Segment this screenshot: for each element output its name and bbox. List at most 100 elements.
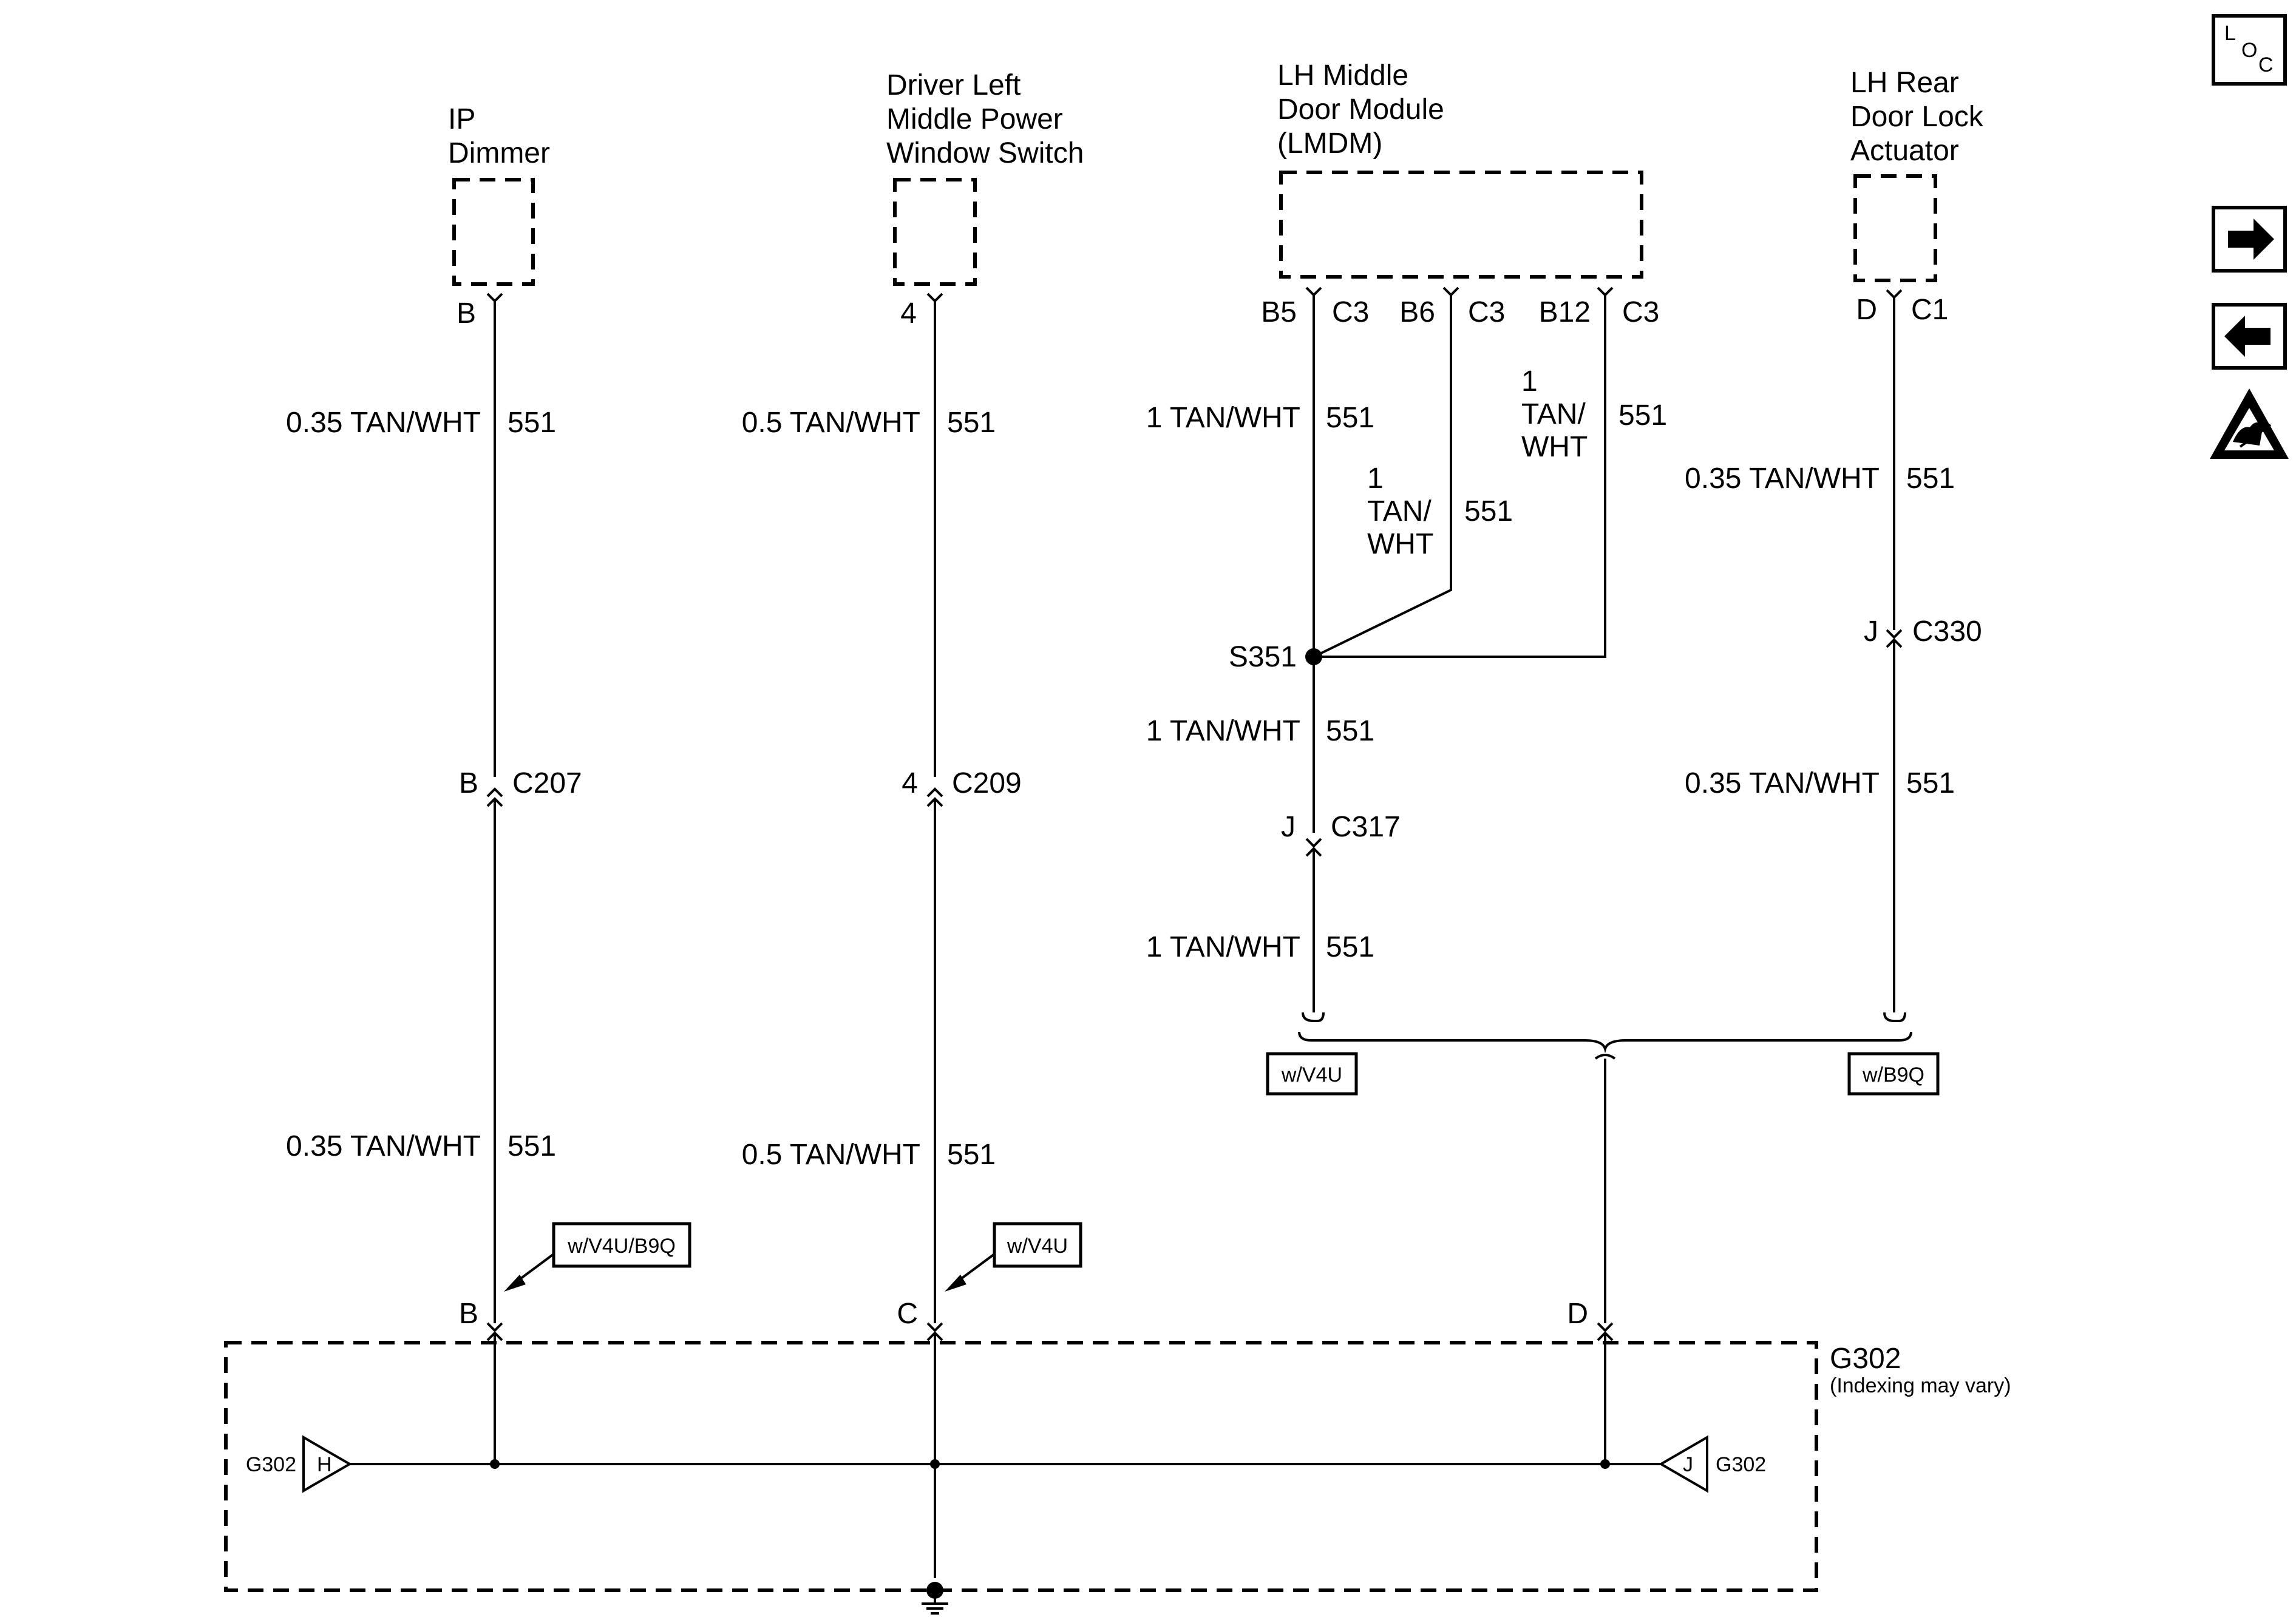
- lock-actuator-title: LH Rear Door Lock Actuator: [1850, 67, 1984, 167]
- lock-actuator-title-line2: Door Lock: [1850, 101, 1984, 133]
- lock-actuator-title-line1: LH Rear: [1850, 67, 1959, 99]
- ip-lower-wire-label: 0.35 TAN/WHT: [286, 1130, 481, 1162]
- lm-low-circuit: 551: [1326, 931, 1374, 963]
- lm-mid-circuit: 551: [1326, 715, 1374, 747]
- option-harness: w/V4U w/B9Q: [1266, 1031, 1940, 1323]
- c330-pin: J: [1864, 615, 1878, 648]
- lm-b5-wire-label: 1 TAN/WHT: [1146, 402, 1300, 434]
- lm-low-wire-label: 1 TAN/WHT: [1146, 931, 1300, 963]
- option-tag-b9q-right-text: w/B9Q: [1862, 1063, 1924, 1086]
- lmdm-title-line3: (LMDM): [1277, 127, 1382, 160]
- lm-c3a-pin: C3: [1332, 296, 1369, 328]
- c330-label: C330: [1912, 615, 1982, 648]
- lm-mid-wire-label: 1 TAN/WHT: [1146, 715, 1300, 747]
- option-tag-v4u-b9q: w/V4U/B9Q: [504, 1222, 691, 1292]
- lm-b5-terminal: [1305, 286, 1322, 297]
- ip-dimmer-title-line1: IP: [448, 103, 475, 135]
- lock-actuator-circuit: D C1 0.35 TAN/WHT 551 J C330 0.35 TAN/WH…: [1685, 289, 1982, 1022]
- ip-upper-circuit: 551: [508, 407, 556, 439]
- lm-b12-wire-line3: WHT: [1521, 431, 1588, 463]
- window-switch-circuit: 4 0.5 TAN/WHT 551 4 C209 0.5 TAN/WHT 551: [742, 293, 1022, 1323]
- lmdm-title-line2: Door Module: [1277, 93, 1444, 126]
- act-c1-pin: C1: [1911, 294, 1948, 326]
- lm-b6-terminal: [1442, 286, 1459, 297]
- lm-b6-circuit: 551: [1464, 495, 1513, 527]
- arrow-left-icon[interactable]: [2212, 303, 2287, 370]
- sw-upper-wire-label: 0.5 TAN/WHT: [742, 407, 920, 439]
- act-lower-circuit: 551: [1906, 767, 1955, 799]
- c207-label: C207: [512, 767, 582, 799]
- s351-splice-dot: [1305, 648, 1322, 665]
- act-upper-wire-label: 0.35 TAN/WHT: [1685, 463, 1880, 495]
- ground-pin-c: C: [897, 1298, 918, 1330]
- c209-label: C209: [952, 767, 1022, 799]
- ground-left-terminal: [302, 1435, 352, 1493]
- sw-top-pin: 4: [900, 297, 917, 330]
- ip-dimmer-title: IP Dimmer: [448, 103, 550, 169]
- lmdm-title-line1: LH Middle: [1277, 59, 1408, 92]
- lm-b12-terminal: [1597, 286, 1614, 297]
- window-switch-title-line3: Window Switch: [886, 137, 1084, 169]
- c209-pin: 4: [902, 767, 918, 799]
- lm-b12-pin: B12: [1539, 296, 1591, 328]
- ground-pin-d: D: [1567, 1298, 1588, 1330]
- option-tag-v4u-left-text: w/V4U: [1281, 1063, 1342, 1086]
- option-tag-v4u-sw-text: w/V4U: [1007, 1235, 1068, 1258]
- lm-b5-circuit: 551: [1326, 402, 1374, 434]
- lmdm-circuit: B5 C3 B6 C3 B12 C3 1 TAN/WHT 551 1 TAN/ …: [1146, 286, 1667, 1022]
- lm-c3b-pin: C3: [1468, 296, 1505, 328]
- ip-dimmer-title-line2: Dimmer: [448, 137, 550, 169]
- harness-bracket: [1298, 1031, 1912, 1054]
- ground-symbol-icon: [922, 1598, 948, 1615]
- act-top-terminal: [1886, 289, 1903, 299]
- loc-icon[interactable]: L O C: [2212, 14, 2287, 86]
- ground-right-terminal: [1659, 1435, 1708, 1493]
- c317-upper-terminal: [1305, 838, 1322, 848]
- ground-pin-b: B: [459, 1298, 478, 1330]
- ground-left-pin: H: [317, 1453, 332, 1476]
- c207-pin: B: [459, 767, 478, 799]
- lm-b12-circuit: 551: [1618, 399, 1667, 432]
- ip-top-pin: B: [457, 297, 476, 330]
- sw-lower-wire-label: 0.5 TAN/WHT: [742, 1139, 920, 1171]
- lm-b6-wire-line3: WHT: [1367, 528, 1433, 560]
- s351-label: S351: [1229, 641, 1297, 673]
- ground-name: G302: [1830, 1343, 1901, 1375]
- act-upper-circuit: 551: [1906, 463, 1955, 495]
- ip-upper-wire-label: 0.35 TAN/WHT: [286, 407, 481, 439]
- harness-branch-cap: [1594, 1054, 1616, 1060]
- ip-dimmer-box: [452, 178, 535, 286]
- window-switch-box: [893, 178, 977, 286]
- c330-upper-terminal: [1886, 629, 1903, 639]
- ip-top-terminal: [486, 293, 503, 303]
- act-d-pin: D: [1856, 294, 1877, 326]
- ground-right-label: G302: [1716, 1453, 1766, 1476]
- act-harness-end: [1883, 1012, 1906, 1022]
- option-arrow-ip: [504, 1275, 526, 1292]
- lock-actuator-title-line3: Actuator: [1850, 135, 1959, 167]
- esd-warning-icon[interactable]: [2210, 388, 2289, 459]
- arrow-right-icon[interactable]: [2212, 206, 2287, 273]
- window-switch-title-line2: Middle Power: [886, 103, 1063, 135]
- sw-lower-circuit: 551: [947, 1139, 996, 1171]
- c317-label: C317: [1331, 811, 1401, 843]
- option-tag-v4u-b9q-text: w/V4U/B9Q: [567, 1235, 676, 1258]
- lm-c3c-pin: C3: [1622, 296, 1659, 328]
- loc-icon-c: C: [2258, 53, 2274, 76]
- lm-harness-end: [1302, 1012, 1325, 1022]
- c317-pin: J: [1281, 811, 1296, 843]
- loc-icon-l: L: [2224, 22, 2236, 45]
- ip-dimmer-circuit: B 0.35 TAN/WHT 551 B C207 0.35 TAN/WHT 5…: [286, 293, 582, 1323]
- lmdm-box: [1279, 171, 1643, 279]
- option-tag-v4u-left: w/V4U: [1266, 1052, 1358, 1096]
- lm-b12-wire-line2: TAN/: [1521, 398, 1586, 430]
- lm-b6-wire-line2: TAN/: [1367, 495, 1432, 527]
- lm-b6-wire-line1: 1: [1367, 463, 1384, 495]
- lm-b6-pin: B6: [1399, 296, 1435, 328]
- ground-point-dot: [926, 1582, 943, 1599]
- act-lower-wire-label: 0.35 TAN/WHT: [1685, 767, 1880, 799]
- ground-note: (Indexing may vary): [1830, 1374, 2011, 1397]
- window-switch-title-line1: Driver Left: [886, 69, 1021, 101]
- lm-b5-pin: B5: [1261, 296, 1297, 328]
